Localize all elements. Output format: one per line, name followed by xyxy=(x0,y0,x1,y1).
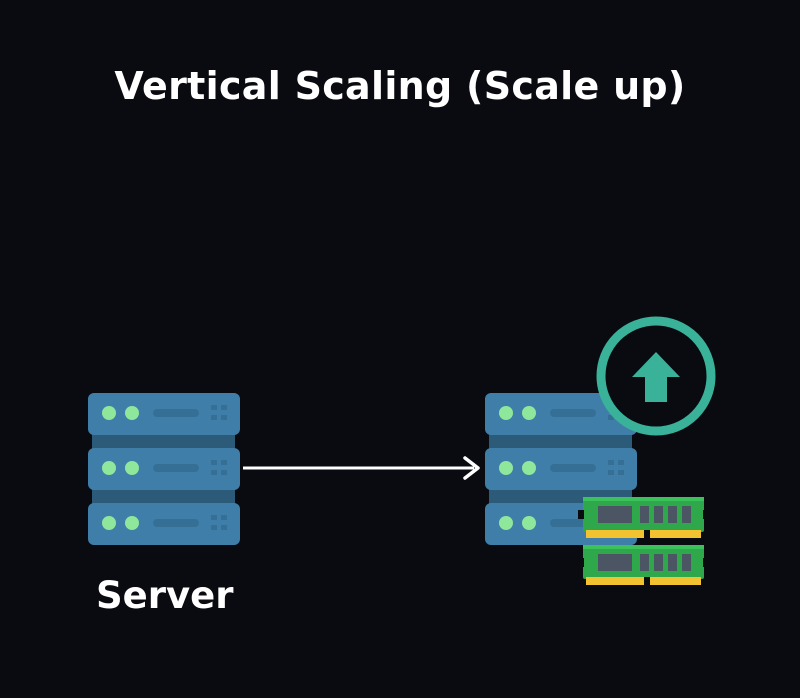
server-label: Server xyxy=(96,574,234,617)
server-rack-icon xyxy=(88,393,240,545)
ram-module-icon xyxy=(578,545,709,585)
server-rack-icon xyxy=(485,393,637,545)
up-arrow-circle-icon xyxy=(596,316,716,436)
ram-module-icon xyxy=(578,497,709,538)
right-arrow-icon xyxy=(243,456,480,480)
diagram-title: Vertical Scaling (Scale up) xyxy=(114,64,686,108)
